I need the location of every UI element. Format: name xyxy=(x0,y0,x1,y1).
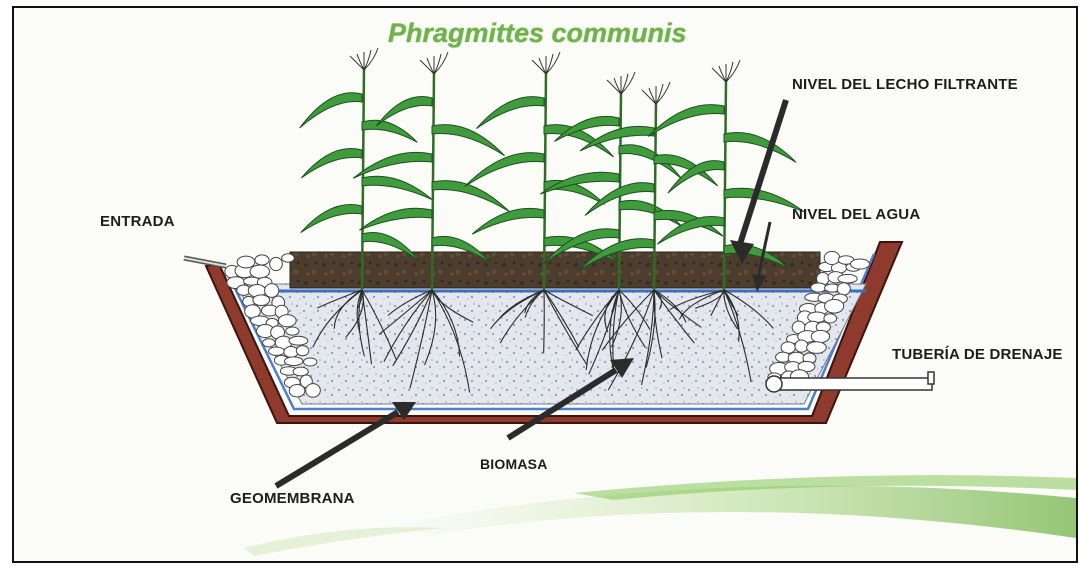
gravel-stone xyxy=(262,339,275,347)
gravel-stone xyxy=(265,284,279,298)
root-strand xyxy=(544,290,545,353)
gravel-stone xyxy=(811,283,826,292)
gravel-stone xyxy=(795,340,808,352)
background-swoosh xyxy=(244,475,1076,556)
gravel-stone xyxy=(282,254,295,262)
diagram-frame: Phragmittes communis NIVEL DEL LECHO FIL… xyxy=(12,6,1078,563)
label-inlet: ENTRADA xyxy=(100,213,175,230)
gravel-stone xyxy=(286,327,299,335)
label-drain-pipe: TUBERÍA DE DRENAJE xyxy=(892,346,1063,363)
label-geomembrane: GEOMEMBRANA xyxy=(230,490,355,507)
gravel-stone xyxy=(837,283,850,295)
label-water-bed-level: NIVEL DEL LECHO FILTRANTE xyxy=(792,76,1018,93)
gravel-stone xyxy=(824,314,837,323)
inlet-pipe xyxy=(184,258,226,266)
gravel-stone xyxy=(289,384,305,396)
gravel-stone xyxy=(270,257,283,270)
gravel-stone xyxy=(838,274,857,283)
gravel-stone xyxy=(781,342,795,354)
label-biomass: BIOMASA xyxy=(480,456,548,472)
gravel-stone xyxy=(306,384,321,398)
gravel-stone xyxy=(824,251,840,264)
gravel-stone xyxy=(304,358,317,366)
gravel-stone xyxy=(253,295,270,306)
gravel-stone xyxy=(811,330,829,342)
arrow-bed-level-icon xyxy=(730,100,786,264)
gravel-stone xyxy=(850,259,869,269)
label-water-level: NIVEL DEL AGUA xyxy=(792,206,920,223)
gravel-stone xyxy=(296,346,309,356)
diagram-title: Phragmittes communis xyxy=(388,18,687,49)
gravel-stone xyxy=(278,315,296,327)
gravel-stone xyxy=(289,336,308,345)
gravel-stone xyxy=(237,256,255,268)
gravel-stone xyxy=(250,265,269,278)
gravel-stone xyxy=(293,367,308,376)
gravel-stone xyxy=(255,255,269,265)
gravel-stone xyxy=(268,347,284,355)
gravel-stone xyxy=(807,342,827,354)
gravel-stone xyxy=(825,299,844,313)
gravel-stone xyxy=(808,312,826,322)
arrow-geomembrane-icon xyxy=(276,402,416,486)
gravel-stone xyxy=(285,357,303,366)
